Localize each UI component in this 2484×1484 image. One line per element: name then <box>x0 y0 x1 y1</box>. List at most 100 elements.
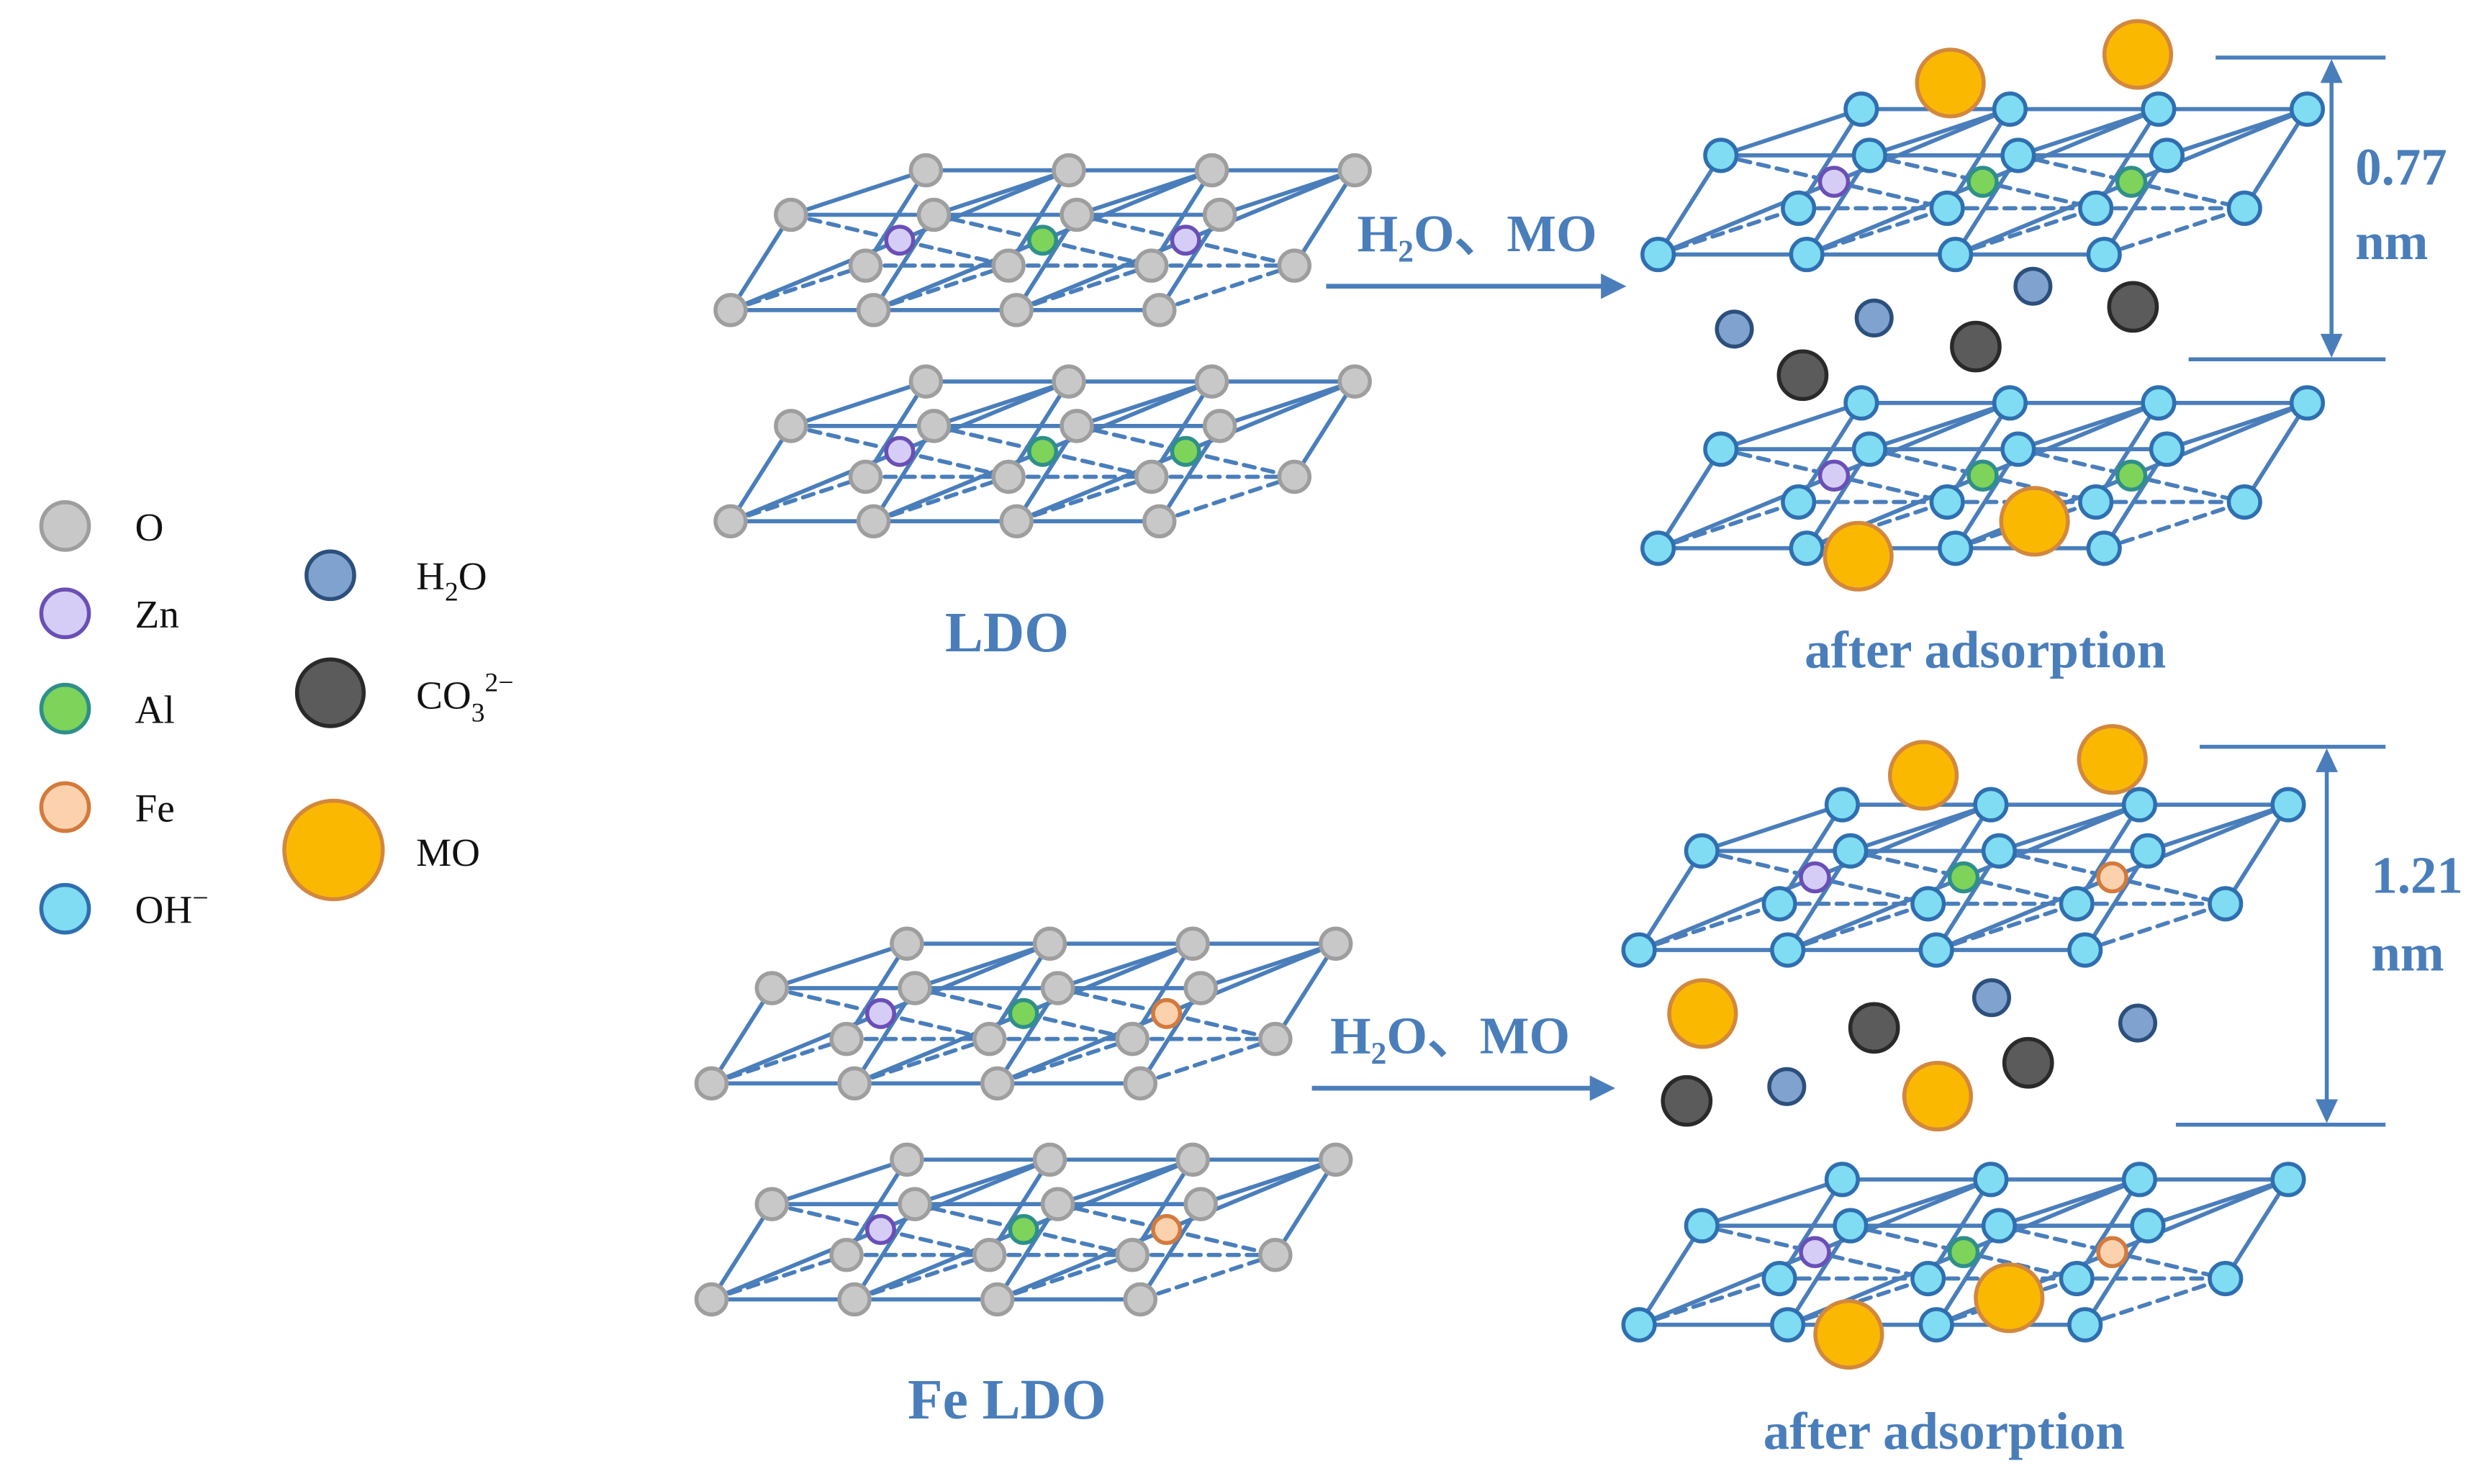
after2-lower-center-al <box>1947 1236 1980 1269</box>
fe-ldo-after-adsorption-structure <box>1621 724 2306 1370</box>
fe-ldo-lower-node <box>890 1142 924 1177</box>
after2-lower-node <box>1684 1208 1720 1244</box>
after1-upper-node <box>1929 190 1965 226</box>
mo-molecule <box>1667 978 1738 1049</box>
fe-ldo-lower-node <box>837 1282 872 1317</box>
after1-lower-node <box>1781 484 1817 520</box>
carbonate-ion <box>1950 320 2002 373</box>
fe-ldo-upper-node <box>1258 1021 1293 1057</box>
after2-lower-center-zn <box>1799 1236 1831 1269</box>
h2o-molecule <box>1715 309 1754 349</box>
ldo-upper-node <box>713 293 748 327</box>
reaction-arrow-bottom-label: H₂O、MO <box>1330 1006 1570 1064</box>
after2-upper-node <box>1824 787 1860 823</box>
ldo-lower-center-zn <box>884 435 916 467</box>
after1-upper-node <box>1843 91 1879 127</box>
after1-lower-center-al <box>1966 459 1999 492</box>
ldo-lower-node <box>1142 504 1177 539</box>
spacing-bottom-value: 1.21 <box>2371 846 2462 905</box>
mo-molecule <box>2077 724 2148 795</box>
fe-ldo-lower-node <box>1318 1142 1353 1177</box>
mo-molecule <box>1813 1298 1884 1370</box>
after2-lower-node <box>2130 1208 2166 1244</box>
fe-ldo-lower-center-zn <box>865 1213 897 1245</box>
mo-molecule <box>1888 740 1959 811</box>
ldo-upper-node <box>1060 197 1094 232</box>
ldo-lower-node <box>999 504 1034 539</box>
mo-molecule <box>1915 47 1986 119</box>
legend-o-label: O <box>135 505 164 549</box>
ldo-lower-node <box>848 459 883 494</box>
legend-fe-label: Fe <box>135 786 175 830</box>
fe-ldo-lower-node <box>972 1237 1007 1272</box>
legend-h2o-label: H2O <box>416 554 487 607</box>
h2o-molecule <box>1854 298 1894 338</box>
after2-upper-node <box>2067 932 2103 968</box>
after1-lower-node <box>1703 431 1739 467</box>
after1-upper-node <box>1781 190 1817 226</box>
fe-ldo-lower-node <box>1183 1187 1218 1221</box>
reaction-arrow-top-label: H₂O、MO <box>1357 204 1596 263</box>
interlayer-spacing-top: 0.77 nm <box>2188 55 2447 361</box>
ldo-upper-node <box>1277 248 1312 283</box>
carbonate-ion <box>1661 1074 1713 1127</box>
fe-ldo-lower-node <box>829 1237 864 1272</box>
ldo-upper-node <box>1194 153 1229 188</box>
after1-lower-center-al <box>2115 459 2148 492</box>
fe-ldo-lower-node <box>898 1187 932 1221</box>
fe-ldo-upper-node <box>972 1021 1007 1057</box>
fe-ldo-upper-node <box>1032 926 1067 961</box>
legend-oh-marker <box>39 882 91 935</box>
after2-lower-node <box>1973 1162 2009 1198</box>
ldo-lower-node <box>1134 459 1169 494</box>
ldo-structure <box>713 153 1372 539</box>
legend-co3-marker <box>294 657 366 728</box>
after1-upper-node <box>1640 237 1676 273</box>
after2-upper-node <box>1833 833 1869 869</box>
after2-upper-node <box>1910 886 1946 922</box>
fe-ldo-upper-node <box>1175 926 1210 961</box>
after-adsorption-top-label: after adsorption <box>1805 620 2166 679</box>
fe-ldo-lower-node <box>694 1282 729 1317</box>
ldo-lower-node <box>713 504 748 539</box>
legend-mo-marker <box>282 798 385 902</box>
ldo-after-adsorption-structure <box>1640 19 2326 592</box>
ldo-upper-node <box>1142 293 1177 327</box>
after2-upper-node <box>1918 932 1954 968</box>
legend-oh-label: OH− <box>135 882 209 931</box>
legend-al-label: Al <box>135 688 175 732</box>
ldo-upper-node <box>991 248 1026 283</box>
after1-lower-node <box>1992 385 2028 421</box>
fe-ldo-upper-node <box>694 1066 729 1101</box>
ldo-upper-node <box>1134 248 1169 283</box>
after2-upper-node <box>1770 932 1806 968</box>
after2-upper-node <box>2130 833 2166 869</box>
reaction-arrow-bottom: H₂O、MO <box>1311 1006 1616 1101</box>
fe-ldo-upper-node <box>1040 971 1075 1005</box>
fe-ldo-upper-node <box>837 1066 872 1101</box>
after2-lower-node <box>2067 1307 2103 1343</box>
h2o-molecule <box>1767 1067 1807 1106</box>
after2-upper-node <box>1684 833 1720 869</box>
after2-lower-node <box>1981 1208 2017 1244</box>
after1-upper-node <box>2086 237 2122 273</box>
fe-ldo-upper-center-al <box>1008 997 1039 1029</box>
legend-al-marker <box>39 682 91 735</box>
ldo-lower-node <box>1202 409 1237 443</box>
after1-lower-node <box>1938 530 1974 566</box>
spacing-top-unit: nm <box>2355 212 2428 271</box>
after1-upper-node <box>2078 190 2114 226</box>
after2-upper-node <box>2270 787 2306 823</box>
after2-lower-node <box>1761 1260 1797 1297</box>
after2-upper-node <box>2121 787 2158 823</box>
after1-upper-node <box>2000 137 2036 173</box>
mo-molecule <box>1974 1262 2045 1334</box>
fe-ldo-upper-node <box>898 971 932 1005</box>
ldo-upper-center-zn <box>1170 225 1201 256</box>
fe-ldo-upper-node <box>1115 1021 1150 1057</box>
fe-ldo-lower-node <box>1040 1187 1075 1221</box>
ldo-lower-center-al <box>1027 435 1059 467</box>
ldo-upper-node <box>1337 153 1372 188</box>
after1-upper-node <box>2149 137 2185 173</box>
after1-lower-node <box>2000 431 2036 467</box>
